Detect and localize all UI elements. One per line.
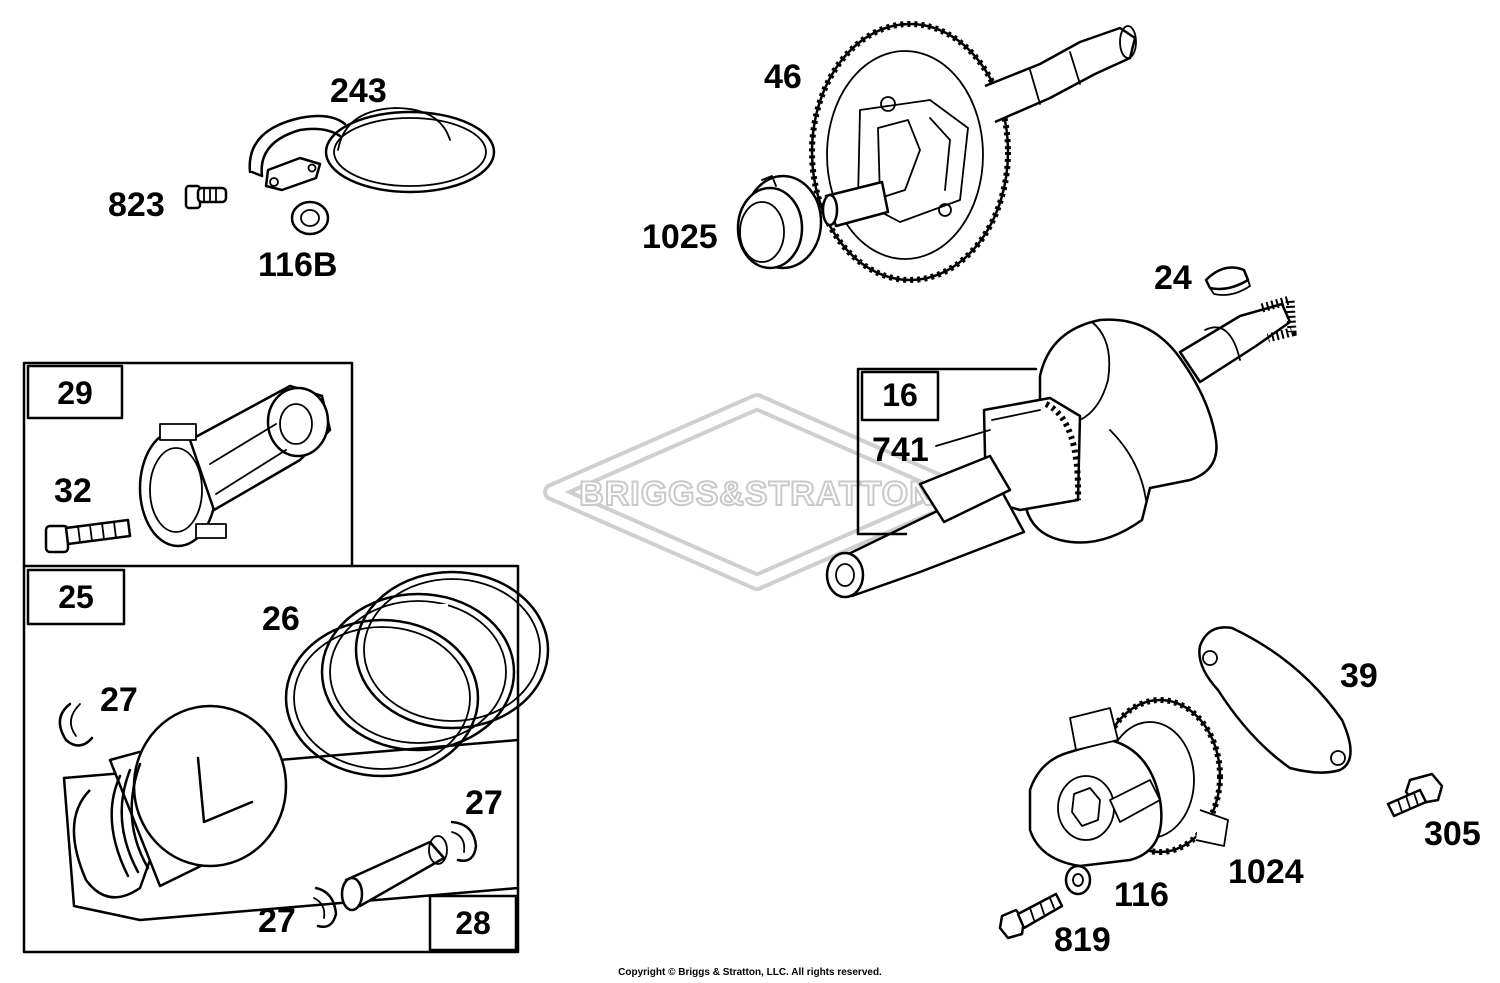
crankshaft-box-outline bbox=[856, 367, 1038, 536]
part-24-key bbox=[1204, 266, 1251, 296]
callout-823: 823 bbox=[108, 186, 165, 224]
part-27-retainer-ring-a bbox=[58, 702, 94, 747]
callout-26: 26 bbox=[262, 600, 300, 638]
watermark-text: BRIGGS&STRATTON bbox=[579, 475, 935, 513]
kit-box-outline bbox=[22, 361, 520, 954]
part-39-gasket bbox=[1198, 626, 1352, 774]
part-823-screw bbox=[184, 184, 228, 210]
part-243-breather bbox=[248, 107, 496, 194]
callout-27-upper-left: 27 bbox=[100, 681, 138, 719]
callout-32: 32 bbox=[54, 472, 92, 510]
part-25-piston bbox=[62, 704, 520, 922]
part-116b-washer bbox=[290, 200, 330, 236]
box-16-tag bbox=[860, 370, 940, 422]
callout-1024: 1024 bbox=[1228, 853, 1304, 891]
callout-1025: 1025 bbox=[642, 218, 718, 256]
box-25-label: 25 bbox=[58, 579, 94, 615]
part-116-washer bbox=[1064, 864, 1092, 896]
part-16-crankshaft bbox=[825, 294, 1297, 599]
box-29-label: 29 bbox=[57, 375, 93, 411]
box-25-tag bbox=[26, 568, 126, 626]
callout-243: 243 bbox=[330, 72, 387, 110]
part-28-piston-pin bbox=[340, 835, 448, 912]
callout-305: 305 bbox=[1424, 815, 1481, 853]
part-819-bolt bbox=[998, 892, 1064, 940]
box-28-label: 28 bbox=[455, 905, 491, 941]
part-305-bolt bbox=[1386, 772, 1444, 818]
callout-46: 46 bbox=[764, 58, 802, 96]
box-28-tag bbox=[428, 894, 518, 952]
callout-24: 24 bbox=[1154, 259, 1192, 297]
callout-741: 741 bbox=[872, 431, 929, 469]
callout-116b: 116B bbox=[258, 246, 337, 284]
watermark-logo: BRIGGS&STRATTON bbox=[543, 393, 971, 591]
part-32-bolt bbox=[44, 518, 132, 554]
part-1025-cap bbox=[736, 174, 823, 270]
callout-819: 819 bbox=[1054, 921, 1111, 959]
part-46-camshaft bbox=[809, 21, 1137, 283]
callout-39: 39 bbox=[1340, 657, 1378, 695]
box-29-tag bbox=[26, 364, 124, 420]
callout-27-right: 27 bbox=[465, 784, 503, 822]
part-29-connecting-rod bbox=[138, 384, 332, 548]
part-26-piston-rings bbox=[284, 570, 550, 778]
callout-27-bottom: 27 bbox=[258, 902, 296, 940]
box-16-label: 16 bbox=[882, 377, 918, 413]
part-27-retainer-ring-b bbox=[450, 820, 478, 862]
part-27-retainer-ring-c bbox=[313, 886, 338, 928]
leader-741 bbox=[935, 429, 991, 447]
callout-116: 116 bbox=[1114, 876, 1169, 914]
copyright-text: Copyright © Briggs & Stratton, LLC. All … bbox=[618, 967, 882, 978]
part-1024-oil-pump bbox=[1028, 697, 1229, 868]
